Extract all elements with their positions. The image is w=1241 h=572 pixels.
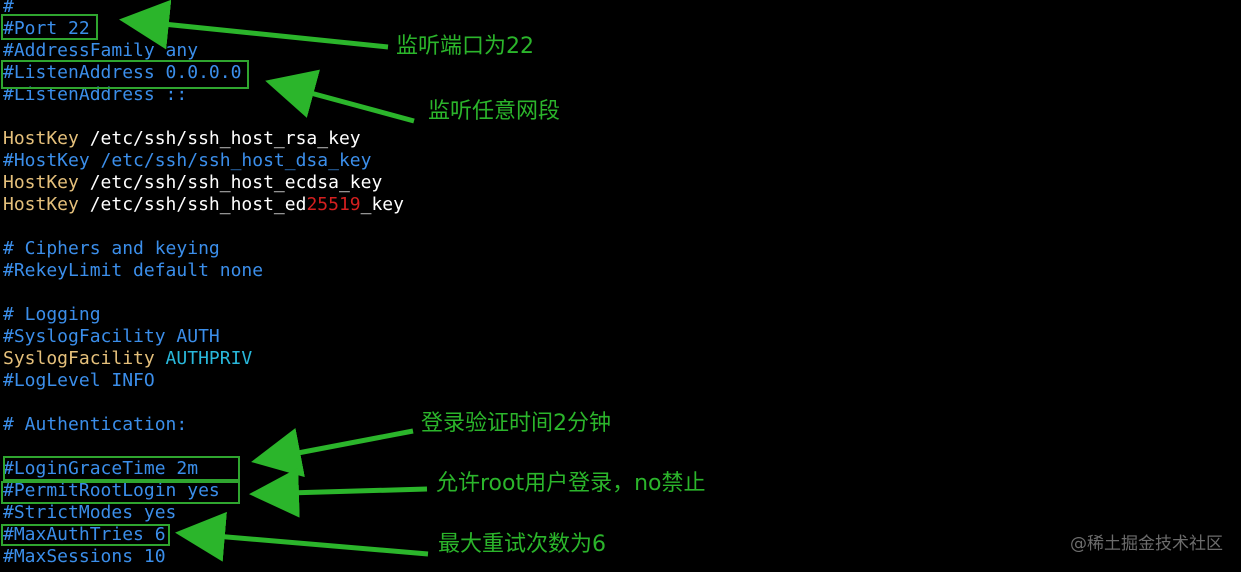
comment-text: # Ciphers and keying [3,238,220,259]
config-line: HostKey /etc/ssh/ssh_host_ed25519_key [3,194,404,216]
comment-text: #LoginGraceTime 2m [3,458,199,479]
config-line: #LogLevel INFO [3,370,155,392]
arrow-max-auth-tries [175,511,429,562]
config-line: # [3,0,14,18]
annotation-listen-address: 监听任意网段 [428,99,561,124]
config-line: # Ciphers and keying [3,238,220,260]
comment-text: #ListenAddress :: [3,84,188,105]
config-line: #MaxAuthTries 6 [3,524,166,546]
highlight-port [1,14,98,40]
comment-text: #SyslogFacility AUTH [3,326,220,347]
annotation-max-auth-tries: 最大重试次数为6 [438,532,606,557]
comment-text: #PermitRootLogin yes [3,480,220,501]
config-line: #ListenAddress 0.0.0.0 [3,62,241,84]
arrow-port [119,0,389,50]
comment-text: #StrictModes yes [3,502,177,523]
comment-text: #LogLevel INFO [3,370,155,391]
comment-text: #RekeyLimit default none [3,260,264,281]
comment-text: #MaxSessions 10 [3,546,166,567]
comment-text: #HostKey /etc/ssh/ssh_host_dsa_key [3,150,372,171]
highlight-max-auth-tries [1,524,170,546]
directive-key: HostKey [3,128,79,149]
directive-value: /etc/ssh/ssh_host_ecdsa_key [78,172,383,193]
config-line: #LoginGraceTime 2m [3,458,198,480]
directive-value-tail: _key [360,194,404,215]
arrow-login-grace-time [251,427,414,478]
config-line: SyslogFacility AUTHPRIV [3,348,252,370]
comment-text: #MaxAuthTries 6 [3,524,166,545]
directive-number: 25519 [306,194,361,215]
directive-value: /etc/ssh/ssh_host_ed [78,194,307,215]
comment-text: #Port 22 [3,18,90,39]
directive-key: HostKey [3,172,79,193]
annotation-port: 监听端口为22 [396,34,534,59]
directive-value: /etc/ssh/ssh_host_rsa_key [78,128,361,149]
config-line: #StrictModes yes [3,502,176,524]
comment-text: # Authentication: [3,414,188,435]
config-line: #HostKey /etc/ssh/ssh_host_dsa_key [3,150,371,172]
annotation-permit-root-login: 允许root用户登录，no禁止 [436,471,706,496]
config-line: #AddressFamily any [3,40,198,62]
directive-key: HostKey [3,194,79,215]
config-line: #MaxSessions 10 [3,546,166,568]
config-line: #ListenAddress :: [3,84,187,106]
directive-value: AUTHPRIV [154,348,253,369]
config-line: # Authentication: [3,414,187,436]
config-line: #Port 22 [3,18,90,40]
highlight-permit-root-login [1,481,240,504]
arrow-permit-root-login [249,467,428,518]
config-line: #PermitRootLogin yes [3,480,220,502]
directive-key: SyslogFacility [3,348,155,369]
config-line: HostKey /etc/ssh/ssh_host_rsa_key [3,128,361,150]
highlight-login-grace-time [3,456,240,481]
watermark: @稀土掘金技术社区 [1070,534,1223,554]
config-line: # Logging [3,304,101,326]
config-line: HostKey /etc/ssh/ssh_host_ecdsa_key [3,172,382,194]
config-line: #SyslogFacility AUTH [3,326,220,348]
config-line: #RekeyLimit default none [3,260,263,282]
annotation-login-grace-time: 登录验证时间2分钟 [421,411,611,436]
arrow-listen-address [265,69,415,124]
comment-text: #AddressFamily any [3,40,199,61]
comment-text: # [3,0,14,17]
comment-text: # Logging [3,304,101,325]
comment-text: #ListenAddress 0.0.0.0 [3,62,242,83]
highlight-listen-address [1,60,249,89]
